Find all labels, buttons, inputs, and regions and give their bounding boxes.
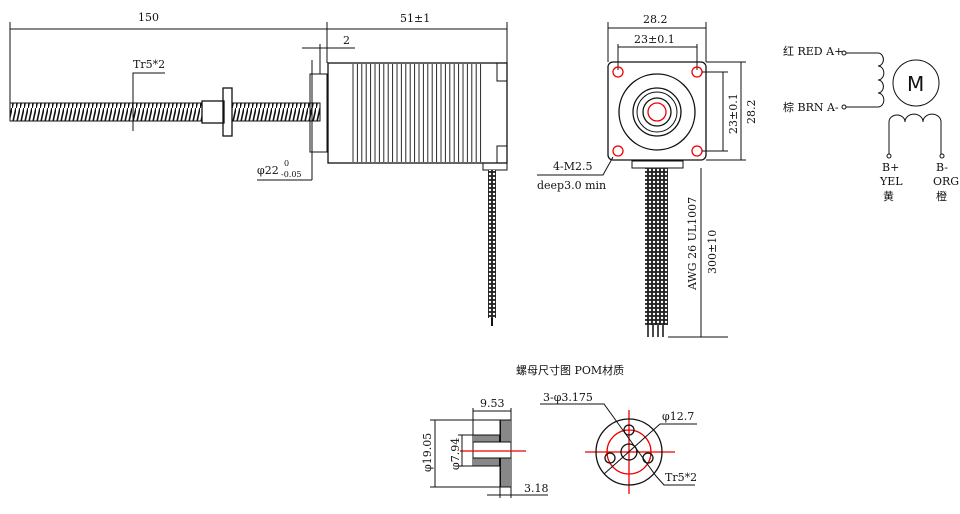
wire-a-plus: 红 RED A+ bbox=[783, 45, 843, 58]
shaft bbox=[647, 102, 667, 122]
pilot-tol-lower: -0.05 bbox=[281, 170, 302, 179]
dim-flange: 2 bbox=[343, 34, 350, 47]
wire-b-plus-color: YEL bbox=[879, 175, 903, 188]
cable bbox=[488, 170, 496, 318]
cable-bundle bbox=[645, 168, 668, 325]
pilot-boss bbox=[309, 73, 328, 153]
hole-depth: deep3.0 min bbox=[537, 179, 606, 192]
nut-thread: Tr5*2 bbox=[665, 471, 697, 484]
dim-screw-length: 150 bbox=[138, 11, 159, 24]
motor-symbol bbox=[892, 59, 940, 107]
pilot-tol-upper: 0 bbox=[284, 159, 289, 168]
mount-hole bbox=[612, 66, 624, 78]
wire-a-minus: 棕 BRN A- bbox=[783, 100, 839, 114]
nut-drawing: 螺母尺寸图 POM材质 9.53 φ19.05 φ7.94 3.18 3-φ3.… bbox=[421, 363, 697, 498]
pilot-dia: φ22 bbox=[257, 164, 279, 177]
nut-collar bbox=[201, 100, 225, 124]
wire-b-minus: B- bbox=[936, 161, 948, 174]
holes-label: 4-M2.5 bbox=[553, 160, 592, 173]
nut-flange bbox=[222, 87, 233, 137]
nut-pcd: φ12.7 bbox=[662, 410, 694, 423]
motor-body bbox=[327, 62, 508, 164]
nut-title: 螺母尺寸图 POM材质 bbox=[516, 363, 624, 377]
motor-face bbox=[607, 61, 707, 161]
nut-flange-thickness: 3.18 bbox=[524, 482, 549, 495]
wire-b-plus-cn: 黄 bbox=[883, 189, 894, 203]
cable-length: 300±10 bbox=[706, 230, 719, 274]
lead-screw-inner bbox=[231, 102, 321, 122]
connector-bottom bbox=[496, 145, 508, 164]
nut-mount-holes: 3-φ3.175 bbox=[543, 391, 593, 404]
wire-b-minus-color: ORG bbox=[933, 175, 959, 188]
nut-outer-dia: φ19.05 bbox=[421, 433, 434, 472]
mount-hole bbox=[691, 145, 703, 157]
nut-hub-dia: φ7.94 bbox=[449, 438, 462, 470]
thread-label: Tr5*2 bbox=[133, 58, 165, 71]
dim-hole-spacing: 23±0.1 bbox=[634, 33, 675, 46]
cooling-fins bbox=[352, 64, 484, 162]
connector-top bbox=[496, 62, 508, 82]
dim-height: 28.2 bbox=[745, 100, 758, 125]
nut-length: 9.53 bbox=[480, 397, 505, 410]
dim-motor-length: 51±1 bbox=[400, 12, 430, 25]
wire-b-minus-cn: 橙 bbox=[936, 189, 947, 203]
side-view: 150 51±1 2 Tr5*2 φ22 0 -0.05 bbox=[9, 11, 508, 326]
dim-width: 28.2 bbox=[643, 13, 668, 26]
lead-screw bbox=[9, 102, 203, 122]
cable-spec: AWG 26 UL1007 bbox=[686, 197, 699, 291]
motor-symbol-label: M bbox=[907, 72, 924, 96]
wire-b-plus: B+ bbox=[882, 161, 899, 174]
mount-hole bbox=[612, 145, 624, 157]
wiring-diagram: 红 RED A+ 棕 BRN A- M B+ YEL 黄 B- ORG 橙 bbox=[783, 45, 959, 203]
dim-hole-spacing-v: 23±0.1 bbox=[727, 93, 740, 134]
front-view: 28.2 23±0.1 23±0.1 28.2 4-M2.5 deep3.0 m… bbox=[537, 13, 758, 338]
